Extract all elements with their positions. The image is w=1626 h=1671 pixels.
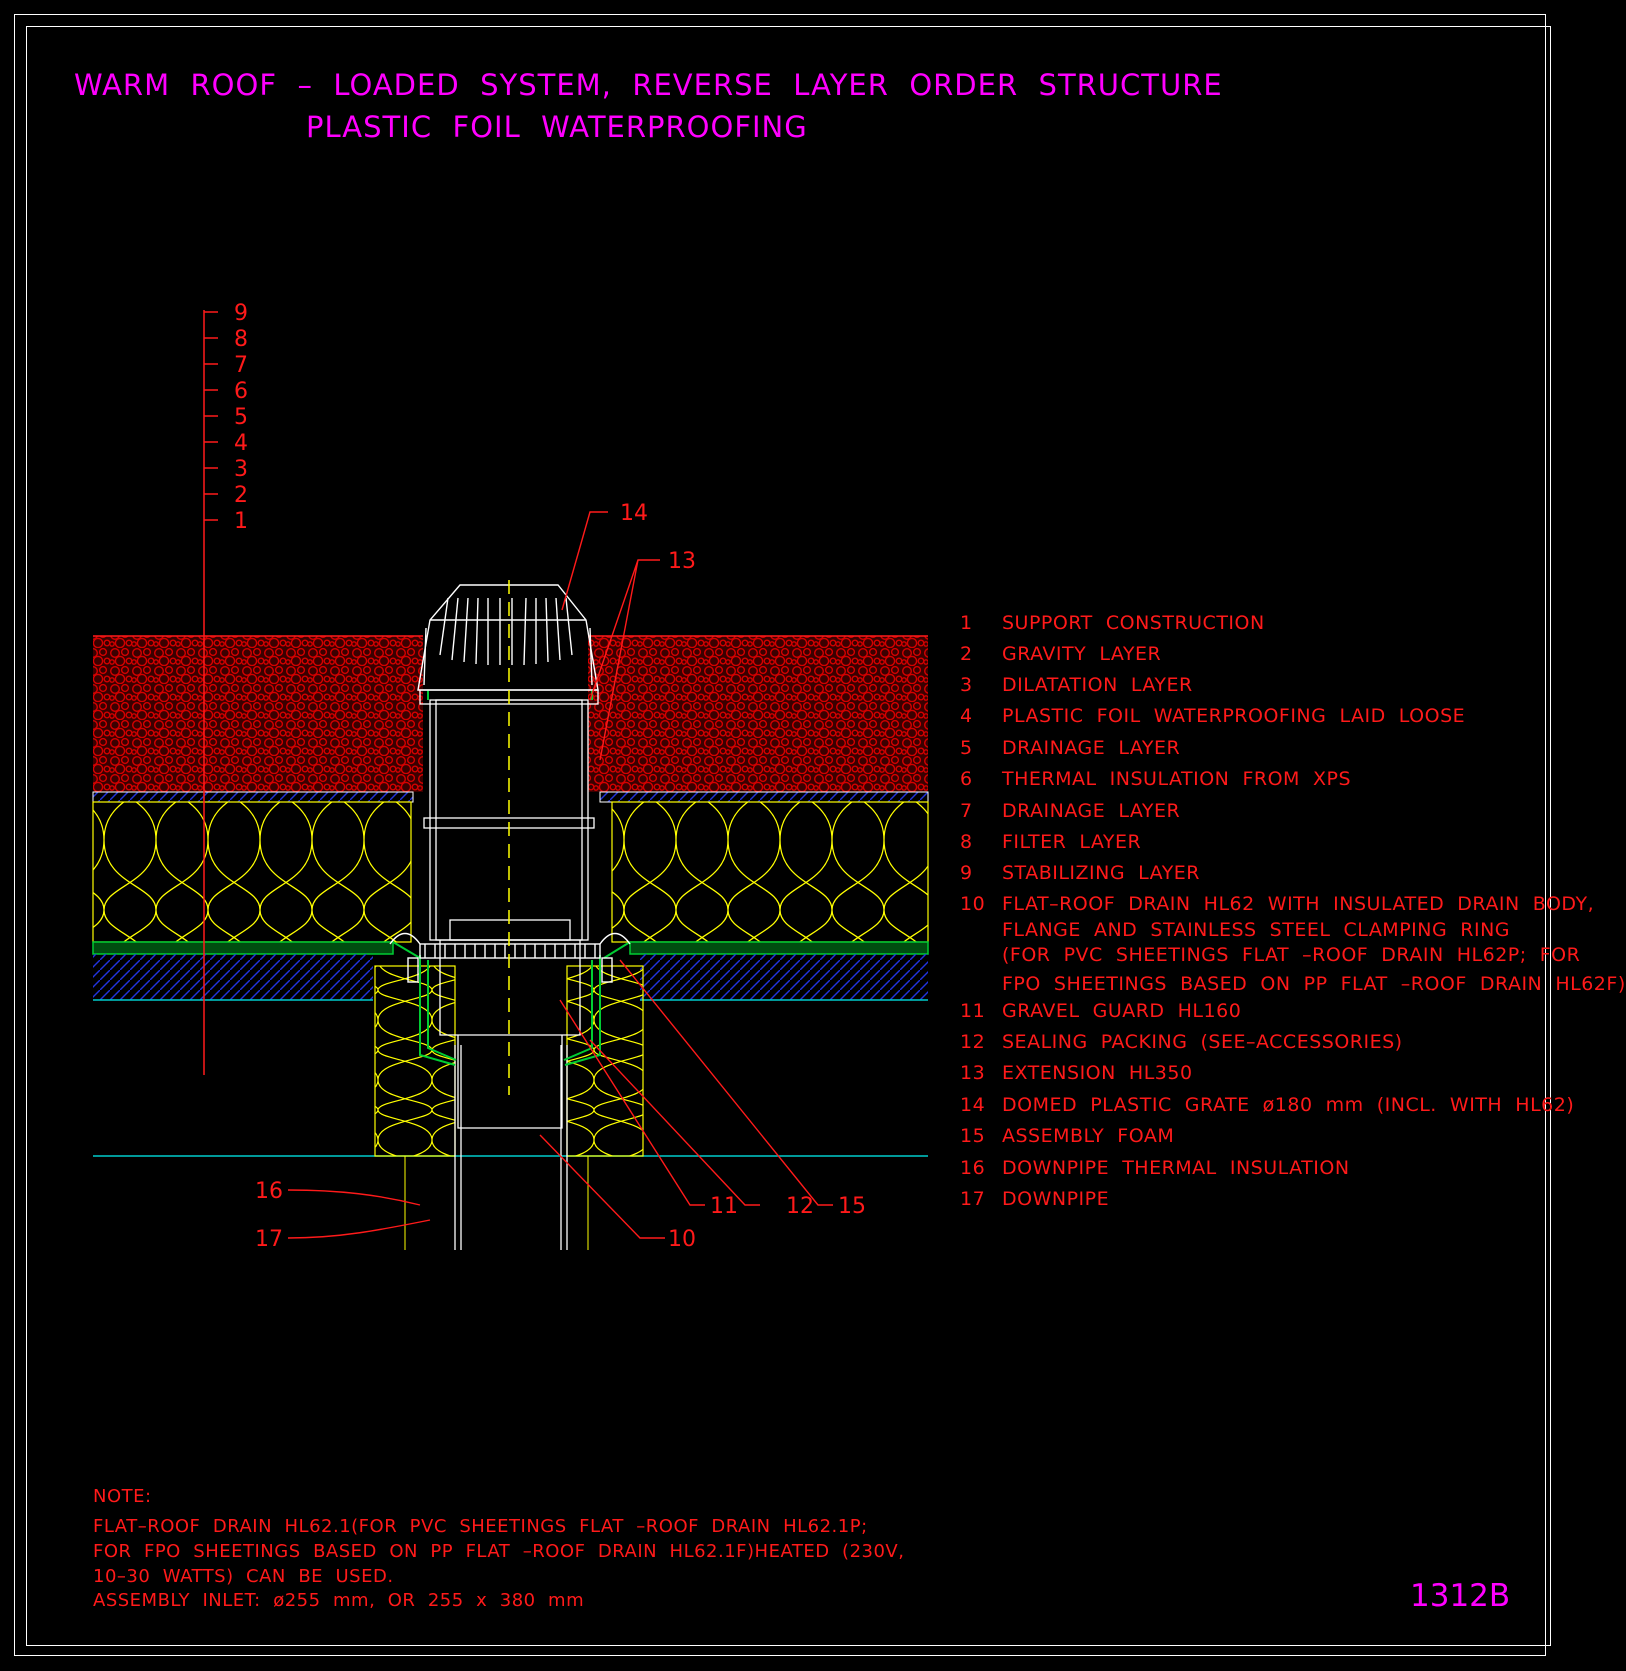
clamping-ring [389,932,631,983]
legend-number: 14 [960,1094,986,1116]
callout-leaders [287,511,833,1239]
legend-number: 10 [960,893,986,915]
title-line-2: PLASTIC FOIL WATERPROOFING [306,110,808,144]
callout-15: 15 [838,1194,866,1219]
drawing-frame-outer [14,14,1546,1656]
legend-text: DOWNPIPE [1002,1188,1110,1210]
filter-layer [92,791,929,803]
downpipe [454,1045,568,1250]
legend-number: 15 [960,1125,986,1147]
legend-number: 12 [960,1031,986,1053]
legend-number: 8 [960,831,973,853]
note-line: FOR FPO SHEETINGS BASED ON PP FLAT –ROOF… [93,1541,905,1562]
callout-14: 14 [620,501,648,526]
legend-number: 5 [960,737,973,759]
legend-text: GRAVEL GUARD HL160 [1002,1000,1242,1022]
callout-17: 17 [255,1227,283,1252]
layer-scale-label: 9 [234,301,248,326]
callout-12: 12 [786,1194,814,1219]
legend-text: STABILIZING LAYER [1002,862,1201,884]
support-slab [93,954,928,1157]
legend-text: FILTER LAYER [1002,831,1142,853]
legend-number: 11 [960,1000,986,1022]
legend-text: DOWNPIPE THERMAL INSULATION [1002,1157,1350,1179]
legend-text: ASSEMBLY FOAM [1002,1125,1175,1147]
legend-text: SEALING PACKING (SEE–ACCESSORIES) [1002,1031,1403,1053]
legend-number: 2 [960,643,973,665]
legend-number: 17 [960,1188,986,1210]
legend-number: 13 [960,1062,986,1084]
legend-text: FPO SHEETINGS BASED ON PP FLAT –ROOF DRA… [1002,973,1626,995]
legend-number: 3 [960,674,973,696]
legend-number: 6 [960,768,973,790]
layer-scale-label: 7 [234,353,248,378]
legend-text: (FOR PVC SHEETINGS FLAT –ROOF DRAIN HL62… [1002,944,1581,966]
drain-insulated-body [419,690,601,1066]
legend-text: GRAVITY LAYER [1002,643,1162,665]
drawing-frame-inner [26,26,1551,1646]
callout-10: 10 [668,1227,696,1252]
callout-16: 16 [255,1179,283,1204]
note-heading: NOTE: [93,1486,152,1507]
legend-number: 9 [960,862,973,884]
callout-13: 13 [668,549,696,574]
waterproofing-membrane [92,941,929,959]
legend-text: FLAT–ROOF DRAIN HL62 WITH INSULATED DRAI… [1002,893,1595,915]
layer-scale-label: 8 [234,327,248,352]
legend-text: DOMED PLASTIC GRATE ø180 mm (INCL. WITH … [1002,1094,1575,1116]
legend-text: FLANGE AND STAINLESS STEEL CLAMPING RING [1002,919,1511,941]
layer-scale-label: 1 [234,509,248,534]
legend-text: THERMAL INSULATION FROM XPS [1002,768,1352,790]
note-line: ASSEMBLY INLET: ø255 mm, OR 255 x 380 mm [93,1590,585,1611]
gravel-layer-right [588,635,928,792]
legend-text: DILATATION LAYER [1002,674,1193,696]
legend-text: PLASTIC FOIL WATERPROOFING LAID LOOSE [1002,705,1466,727]
title-line-1: WARM ROOF – LOADED SYSTEM, REVERSE LAYER… [74,68,1223,102]
gravel-layer-left [93,635,423,792]
layer-scale-label: 4 [234,431,248,456]
note-line: FLAT–ROOF DRAIN HL62.1(FOR PVC SHEETINGS… [93,1516,868,1537]
xps-insulation [92,801,929,943]
legend-text: EXTENSION HL350 [1002,1062,1193,1084]
callout-11: 11 [710,1194,738,1219]
legend-text: DRAINAGE LAYER [1002,737,1181,759]
note-line: 10–30 WATTS) CAN BE USED. [93,1566,394,1587]
legend-number: 16 [960,1157,986,1179]
layer-scale-label: 2 [234,483,248,508]
legend-number: 1 [960,612,973,634]
legend-number: 4 [960,705,973,727]
drawing-code: 1312B [1410,1578,1511,1614]
layer-scale-label: 5 [234,405,248,430]
legend-text: DRAINAGE LAYER [1002,800,1181,822]
legend-text: SUPPORT CONSTRUCTION [1002,612,1265,634]
domed-grate [417,584,599,691]
layer-scale-label: 6 [234,379,248,404]
legend-number: 7 [960,800,973,822]
layer-scale-label: 3 [234,457,248,482]
